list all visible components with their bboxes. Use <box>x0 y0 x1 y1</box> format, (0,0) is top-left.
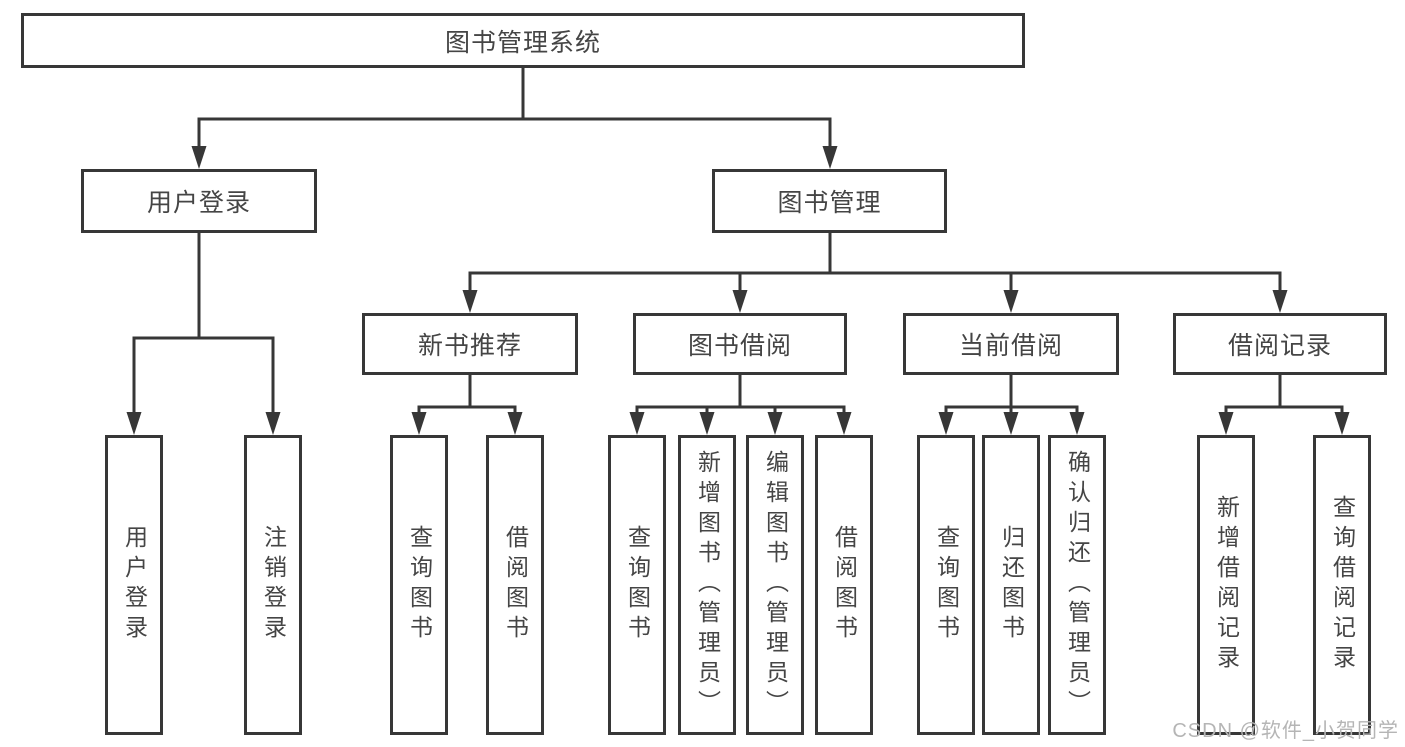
node-label: 归还图书 <box>998 525 1025 645</box>
node-label: 新书推荐 <box>417 332 522 360</box>
leaf-logout: 注销登录 <box>244 435 302 735</box>
node-label: 查询图书 <box>933 525 960 645</box>
leaf-user-login: 用户登录 <box>105 435 163 735</box>
leaf-return-book: 归还图书 <box>982 435 1040 735</box>
leaf-add-borrow-record: 新增借阅记录 <box>1197 435 1255 735</box>
node-label: 借阅图书 <box>502 525 529 645</box>
node-label: 借阅图书 <box>831 525 858 645</box>
node-label: 借阅记录 <box>1227 332 1332 360</box>
node-user-login: 用户登录 <box>81 169 317 233</box>
node-label: 新增图书（管理员） <box>694 450 721 720</box>
leaf-borrow-books-recommend: 借阅图书 <box>486 435 544 735</box>
node-book-management: 图书管理 <box>712 169 947 233</box>
node-label: 用户登录 <box>146 189 251 217</box>
node-label: 用户登录 <box>121 525 148 645</box>
node-library-system: 图书管理系统 <box>21 13 1025 68</box>
node-label: 查询图书 <box>406 525 433 645</box>
leaf-borrow-books: 借阅图书 <box>815 435 873 735</box>
node-label: 图书管理系统 <box>444 28 601 57</box>
leaf-query-books-borrow: 查询图书 <box>608 435 666 735</box>
leaf-query-books-recommend: 查询图书 <box>390 435 448 735</box>
node-label: 确认归还（管理员） <box>1064 450 1091 720</box>
csdn-watermark: CSDN @软件_小贺同学 <box>1172 720 1399 742</box>
node-label: 图书借阅 <box>687 332 792 360</box>
leaf-confirm-return-admin: 确认归还（管理员） <box>1048 435 1106 735</box>
node-borrow-records: 借阅记录 <box>1173 313 1387 375</box>
node-label: 当前借阅 <box>958 332 1063 360</box>
node-new-book-recommend: 新书推荐 <box>362 313 578 375</box>
node-label: 编辑图书（管理员） <box>762 450 789 720</box>
leaf-add-book-admin: 新增图书（管理员） <box>678 435 736 735</box>
node-label: 注销登录 <box>260 525 287 645</box>
node-label: 图书管理 <box>777 189 882 217</box>
node-book-borrow: 图书借阅 <box>633 313 847 375</box>
leaf-query-books-current: 查询图书 <box>917 435 975 735</box>
leaf-edit-book-admin: 编辑图书（管理员） <box>746 435 804 735</box>
node-label: 查询图书 <box>624 525 651 645</box>
node-label: 新增借阅记录 <box>1213 495 1240 675</box>
node-current-borrow: 当前借阅 <box>903 313 1119 375</box>
leaf-query-borrow-record: 查询借阅记录 <box>1313 435 1371 735</box>
node-label: 查询借阅记录 <box>1329 495 1356 675</box>
